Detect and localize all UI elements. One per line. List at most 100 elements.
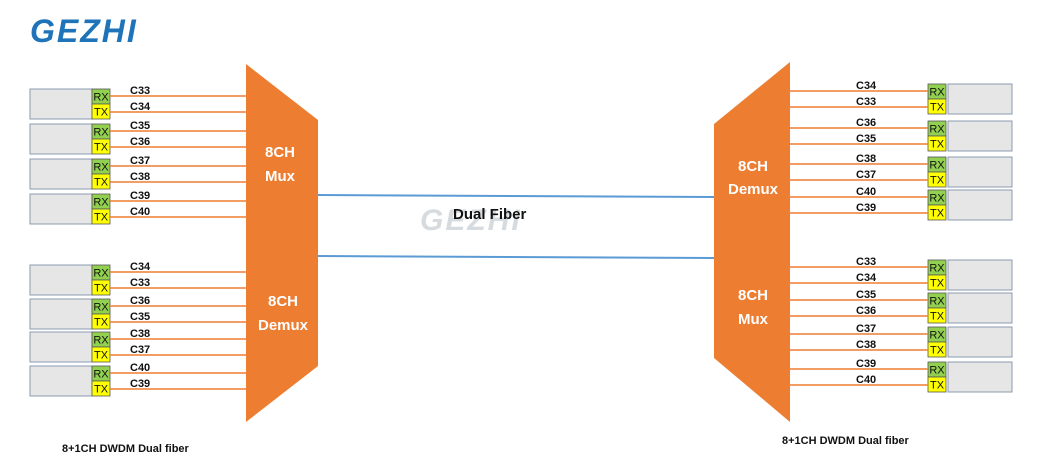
- left-mux-label-2: Mux: [265, 168, 296, 185]
- left-bottom-transceiver-3: [29, 331, 93, 363]
- left-demux-label-2: Demux: [258, 317, 309, 334]
- right-bottom-rx-label-4: RX: [929, 365, 945, 377]
- left-top-tx-label-2: TX: [94, 142, 109, 154]
- fiber-label: Dual Fiber: [453, 206, 527, 223]
- right-top-transceiver-2: [947, 120, 1013, 152]
- left-top-rx-label-1: RX: [93, 92, 109, 104]
- left-top-transceiver-4: [29, 193, 93, 225]
- fiber-line-bottom: [317, 255, 715, 259]
- left-bottom-tx-label-1: TX: [94, 283, 109, 295]
- left-top-rx-label-4: RX: [93, 197, 109, 209]
- left-demux-label-1: 8CH: [268, 293, 298, 310]
- right-bottom-channel-label-4: C36: [856, 305, 876, 317]
- right-top-channel-label-1: C34: [856, 80, 877, 92]
- left-top-transceiver-3: [29, 158, 93, 190]
- left-bottom-channel-label-6: C37: [130, 344, 150, 356]
- right-bottom-tx-label-3: TX: [930, 345, 945, 357]
- left-mux-label-1: 8CH: [265, 144, 295, 161]
- right-bottom-transceiver-4: [947, 361, 1013, 393]
- right-demux-mux-block: [714, 62, 790, 422]
- left-bottom-rx-label-4: RX: [93, 369, 109, 381]
- right-bottom-tx-label-2: TX: [930, 311, 945, 323]
- caption-left: 8+1CH DWDM Dual fiber: [62, 443, 190, 454]
- fiber-line-top: [317, 194, 715, 198]
- left-bottom-channel-label-5: C38: [130, 328, 150, 340]
- left-top-tx-label-4: TX: [94, 212, 109, 224]
- right-bottom-tx-label-1: TX: [930, 278, 945, 290]
- right-demux-label-1: 8CH: [738, 158, 768, 175]
- left-bottom-channel-label-7: C40: [130, 362, 150, 374]
- right-top-channel-label-4: C35: [856, 133, 876, 145]
- left-bottom-rx-label-1: RX: [93, 268, 109, 280]
- left-top-transceiver-1: [29, 88, 93, 120]
- left-top-channel-label-6: C38: [130, 171, 150, 183]
- left-bottom-transceiver-4: [29, 365, 93, 397]
- left-bottom-rx-label-2: RX: [93, 302, 109, 314]
- left-top-rx-label-2: RX: [93, 127, 109, 139]
- left-top-channel-label-3: C35: [130, 120, 150, 132]
- left-bottom-channel-label-1: C34: [130, 261, 151, 273]
- right-bottom-channel-label-3: C35: [856, 289, 876, 301]
- left-bottom-channel-label-2: C33: [130, 277, 150, 289]
- right-bottom-channel-label-6: C38: [856, 339, 876, 351]
- right-bottom-transceiver-1: [947, 259, 1013, 291]
- left-top-tx-label-3: TX: [94, 177, 109, 189]
- right-mux-label-2: Mux: [738, 311, 769, 328]
- right-top-channel-label-3: C36: [856, 117, 876, 129]
- left-top-channel-label-1: C33: [130, 85, 150, 97]
- right-demux-label-2: Demux: [728, 181, 779, 198]
- right-top-rx-label-3: RX: [929, 160, 945, 172]
- left-mux-demux-block: [246, 64, 318, 422]
- caption-right: 8+1CH DWDM Dual fiber: [782, 435, 910, 447]
- right-bottom-transceiver-3: [947, 326, 1013, 358]
- left-top-transceiver-2: [29, 123, 93, 155]
- right-bottom-channel-label-1: C33: [856, 256, 876, 268]
- left-bottom-rx-label-3: RX: [93, 335, 109, 347]
- right-bottom-rx-label-2: RX: [929, 296, 945, 308]
- right-top-transceiver-4: [947, 189, 1013, 221]
- right-top-channel-label-8: C39: [856, 202, 876, 214]
- right-bottom-channel-label-5: C37: [856, 323, 876, 335]
- left-bottom-tx-label-2: TX: [94, 317, 109, 329]
- right-top-channel-label-6: C37: [856, 169, 876, 181]
- right-top-channel-label-5: C38: [856, 153, 876, 165]
- right-top-tx-label-4: TX: [930, 208, 945, 220]
- left-bottom-transceiver-2: [29, 298, 93, 330]
- left-bottom-channel-label-3: C36: [130, 295, 150, 307]
- gezhi-logo: GEZHI: [30, 13, 138, 49]
- right-top-rx-label-2: RX: [929, 124, 945, 136]
- right-top-transceiver-1: [947, 83, 1013, 115]
- right-bottom-rx-label-1: RX: [929, 263, 945, 275]
- right-top-tx-label-3: TX: [930, 175, 945, 187]
- left-top-channel-label-5: C37: [130, 155, 150, 167]
- left-top-channel-label-4: C36: [130, 136, 150, 148]
- right-bottom-channel-label-7: C39: [856, 358, 876, 370]
- right-top-channel-label-7: C40: [856, 186, 876, 198]
- left-top-channel-label-7: C39: [130, 190, 150, 202]
- left-bottom-tx-label-4: TX: [94, 384, 109, 396]
- right-bottom-tx-label-4: TX: [930, 380, 945, 392]
- right-top-rx-label-1: RX: [929, 87, 945, 99]
- left-bottom-transceiver-1: [29, 264, 93, 296]
- right-top-tx-label-2: TX: [930, 139, 945, 151]
- left-top-tx-label-1: TX: [94, 107, 109, 119]
- right-mux-label-1: 8CH: [738, 287, 768, 304]
- right-top-channel-label-2: C33: [856, 96, 876, 108]
- left-top-channel-label-8: C40: [130, 206, 150, 218]
- right-bottom-channel-label-8: C40: [856, 374, 876, 386]
- watermark: GEZHI: [420, 204, 522, 237]
- left-bottom-channel-label-8: C39: [130, 378, 150, 390]
- right-top-transceiver-3: [947, 156, 1013, 188]
- left-top-rx-label-3: RX: [93, 162, 109, 174]
- left-bottom-channel-label-4: C35: [130, 311, 150, 323]
- right-top-tx-label-1: TX: [930, 102, 945, 114]
- right-top-rx-label-4: RX: [929, 193, 945, 205]
- right-bottom-channel-label-2: C34: [856, 272, 877, 284]
- left-top-channel-label-2: C34: [130, 101, 151, 113]
- left-bottom-tx-label-3: TX: [94, 350, 109, 362]
